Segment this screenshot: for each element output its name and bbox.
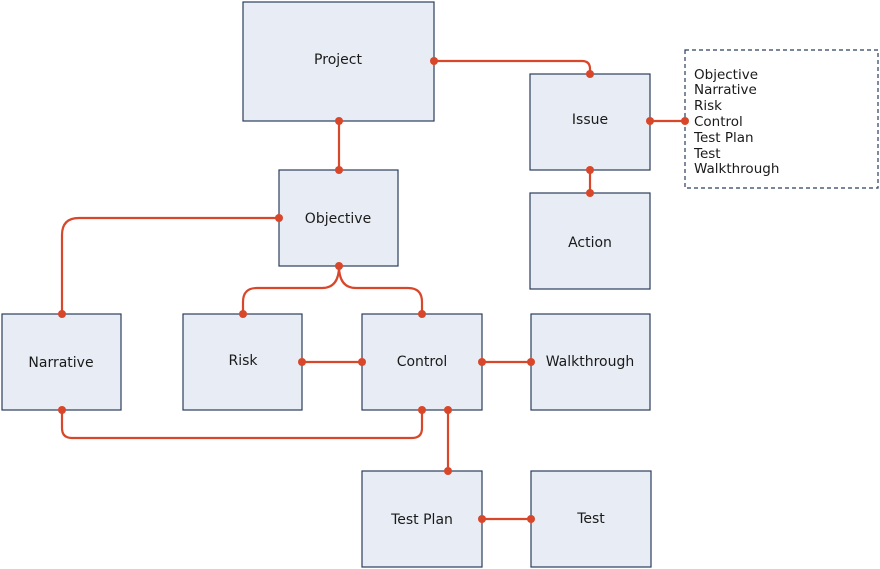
connector-project-issue (434, 59, 592, 74)
endpoint-dot (335, 166, 343, 174)
endpoint-dot (418, 406, 426, 414)
endpoint-dot (527, 515, 535, 523)
legend-item-control: Control (694, 114, 743, 130)
connector-objective-control (337, 265, 424, 314)
node-control[interactable]: Control (361, 313, 483, 411)
legend-item-test: Test (693, 146, 721, 162)
endpoint-dot (527, 358, 535, 366)
endpoint-dot (298, 358, 306, 366)
node-walkthrough-label: Walkthrough (546, 354, 635, 370)
endpoint-dot (335, 262, 343, 270)
node-test[interactable]: Test (530, 470, 652, 568)
node-objective[interactable]: Objective (278, 169, 399, 267)
endpoint-dot (586, 166, 594, 174)
connector-objective-narrative (60, 216, 279, 314)
endpoint-dot (586, 189, 594, 197)
endpoint-dot (681, 117, 689, 125)
legend-item-walkthrough: Walkthrough (694, 161, 779, 177)
node-test-label: Test (576, 511, 605, 527)
connector-endpoints (58, 57, 689, 523)
node-test-plan-label: Test Plan (390, 512, 453, 528)
node-narrative-label: Narrative (28, 355, 93, 371)
endpoint-dot (646, 117, 654, 125)
node-action[interactable]: Action (529, 192, 651, 290)
endpoint-dot (444, 467, 452, 475)
endpoint-dot (478, 515, 486, 523)
connector-objective-risk (241, 265, 341, 314)
connector-narrative-control (60, 410, 424, 440)
node-risk[interactable]: Risk (182, 313, 303, 411)
node-issue-label: Issue (572, 112, 608, 128)
endpoint-dot (335, 117, 343, 125)
endpoint-dot (418, 310, 426, 318)
legend-item-objective: Objective (694, 67, 758, 83)
endpoint-dot (586, 70, 594, 78)
legend-item-risk: Risk (694, 98, 722, 114)
endpoint-dot (239, 310, 247, 318)
node-control-label: Control (397, 354, 448, 370)
node-project[interactable]: Project (242, 1, 435, 122)
node-issue[interactable]: Issue (529, 73, 651, 171)
node-project-label: Project (314, 52, 362, 68)
node-narrative[interactable]: Narrative (1, 313, 122, 411)
endpoint-dot (275, 214, 283, 222)
endpoint-dot (444, 406, 452, 414)
endpoint-dot (58, 310, 66, 318)
legend-item-narrative: Narrative (694, 82, 757, 98)
node-walkthrough[interactable]: Walkthrough (530, 313, 651, 411)
endpoint-dot (478, 358, 486, 366)
node-action-label: Action (568, 235, 612, 251)
node-objective-label: Objective (305, 211, 371, 227)
node-test-plan[interactable]: Test Plan (361, 470, 483, 568)
endpoint-dot (430, 57, 438, 65)
legend-item-test-plan: Test Plan (693, 130, 754, 146)
endpoint-dot (58, 406, 66, 414)
node-risk-label: Risk (228, 353, 258, 369)
endpoint-dot (358, 358, 366, 366)
legend-box: Objective Narrative Risk Control Test Pl… (684, 49, 879, 189)
